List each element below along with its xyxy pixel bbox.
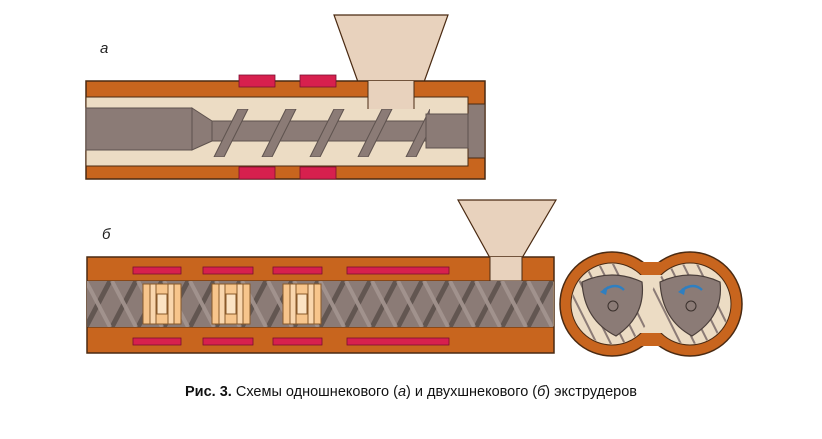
caption-text: ) экструдеров (545, 384, 637, 400)
panel-label-b: б (102, 226, 111, 243)
heater-band (346, 266, 450, 275)
heater-band (346, 337, 450, 346)
panel-label-a: а (100, 40, 109, 57)
screw-rotor-left (581, 274, 644, 337)
screw-flights-a (213, 109, 430, 157)
heater-band (202, 337, 254, 346)
single-screw-extruder (85, 14, 486, 180)
screw-rotor-right (659, 274, 722, 337)
caption-italic: б (537, 384, 546, 400)
hopper-b (456, 199, 558, 259)
kneading-block (142, 283, 182, 325)
die-mandrel (85, 107, 193, 151)
caption-text: ) и двухшнекового ( (406, 384, 538, 400)
heater-band (132, 337, 182, 346)
heater-band (272, 266, 323, 275)
caption-text: Схемы одношнекового ( (231, 384, 398, 400)
drive-shaft (425, 113, 469, 149)
twin-screw-cross-section (559, 251, 743, 357)
twin-screw-extruder (86, 199, 558, 354)
heater-band (299, 166, 337, 180)
heater-band (238, 166, 276, 180)
breaker-plate (467, 103, 486, 159)
heater-band (299, 74, 337, 88)
caption-italic: а (397, 384, 407, 400)
figure-caption: Рис. 3. Схемы одношнекового (а) и двухшн… (0, 384, 822, 400)
kneading-block (211, 283, 251, 325)
heater-band (272, 337, 323, 346)
heater-band (238, 74, 276, 88)
heater-band (132, 266, 182, 275)
kneading-block (282, 283, 322, 325)
heater-band (202, 266, 254, 275)
caption-prefix: Рис. 3. (185, 384, 232, 400)
